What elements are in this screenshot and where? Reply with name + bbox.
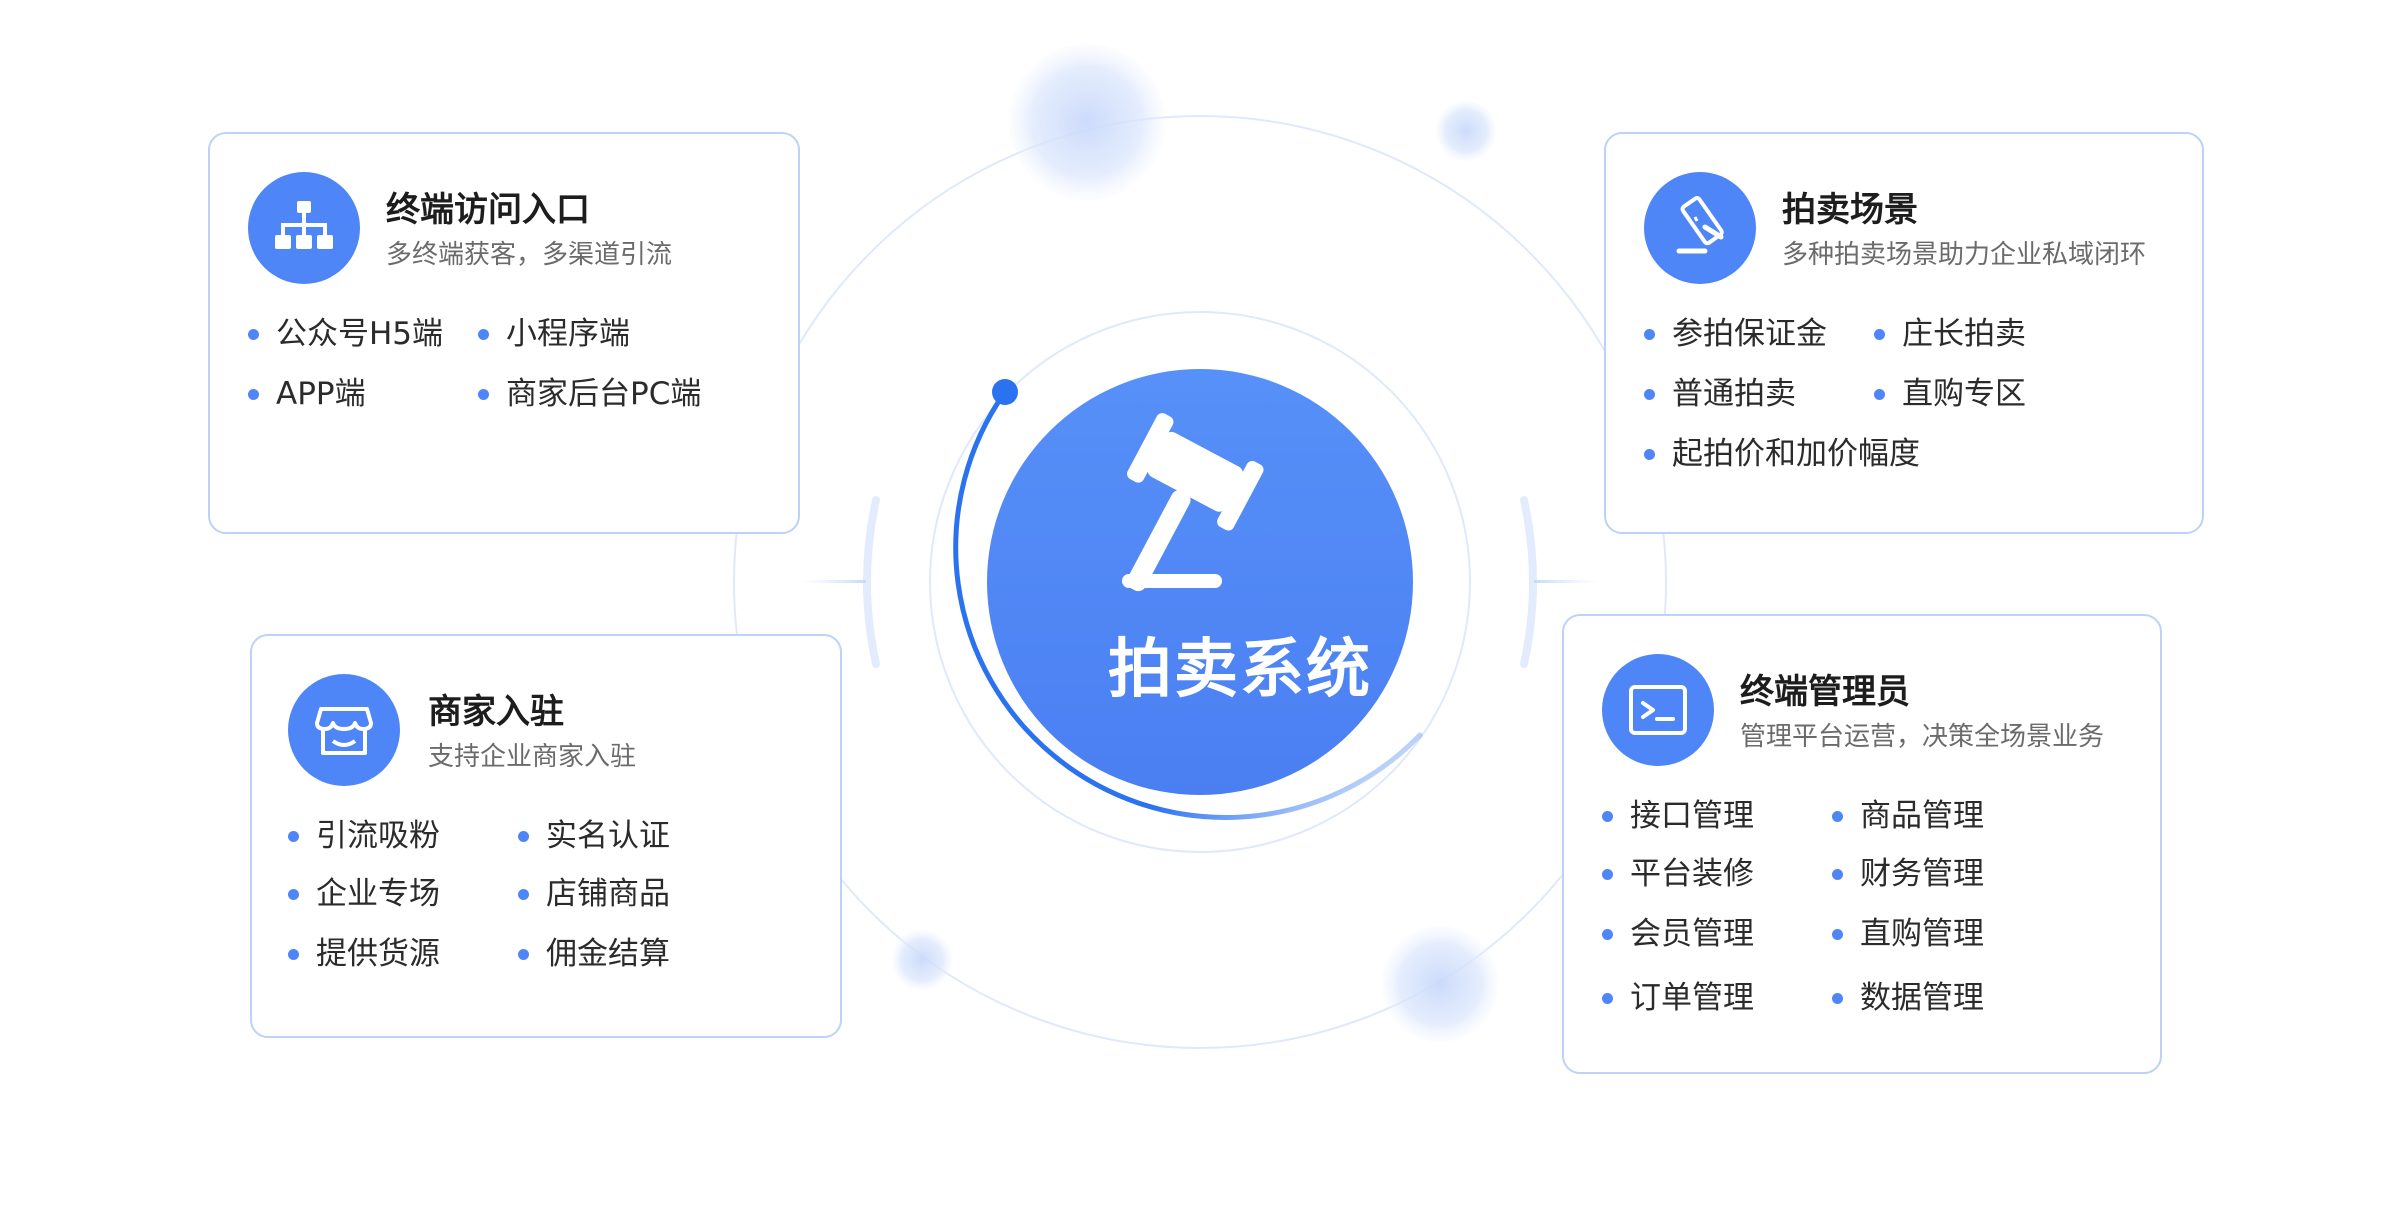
gavel-icon xyxy=(1644,172,1756,284)
inner-ring xyxy=(929,311,1471,853)
right-glow xyxy=(1520,496,1537,668)
sitemap-icon xyxy=(248,172,360,284)
card-title: 终端管理员 xyxy=(1740,672,1910,712)
bubble-bottom-right xyxy=(1382,926,1498,1042)
list-item: 财务管理 xyxy=(1832,856,1984,892)
left-glow xyxy=(863,496,880,668)
card-subtitle: 多种拍卖场景助力企业私域闭环 xyxy=(1782,240,2147,270)
list-item: 直购专区 xyxy=(1874,376,2026,412)
bubble-top xyxy=(1009,44,1165,200)
terminal-icon xyxy=(1602,654,1714,766)
progress-arc xyxy=(953,389,1423,820)
list-item: 参拍保证金 xyxy=(1644,316,1827,352)
list-item: 平台装修 xyxy=(1602,856,1754,892)
card-title: 拍卖场景 xyxy=(1782,190,1918,230)
list-item: 起拍价和加价幅度 xyxy=(1644,436,1920,472)
list-item: 店铺商品 xyxy=(518,876,670,912)
gavel-icon xyxy=(1122,413,1264,592)
card-subtitle: 支持企业商家入驻 xyxy=(428,742,637,772)
card-terminal-access: 终端访问入口 多终端获客，多渠道引流 公众号H5端 小程序端 APP端 商家后台… xyxy=(208,132,800,534)
list-item: 企业专场 xyxy=(288,876,440,912)
list-item: APP端 xyxy=(248,376,366,412)
list-item: 庄长拍卖 xyxy=(1874,316,2026,352)
list-item: 实名认证 xyxy=(518,818,670,854)
card-subtitle: 多终端获客，多渠道引流 xyxy=(386,240,673,270)
list-item: 订单管理 xyxy=(1602,980,1754,1016)
list-item: 接口管理 xyxy=(1602,798,1754,834)
arc-dot xyxy=(992,379,1018,405)
outer-ring xyxy=(733,115,1667,1049)
list-item: 普通拍卖 xyxy=(1644,376,1796,412)
list-item: 会员管理 xyxy=(1602,916,1754,952)
bubble-bottom-left xyxy=(892,930,952,990)
card-terminal-admin: 终端管理员 管理平台运营，决策全场景业务 接口管理 商品管理 平台装修 财务管理… xyxy=(1562,614,2162,1074)
bubble-top-small xyxy=(1436,101,1496,161)
card-auction-scenes: 拍卖场景 多种拍卖场景助力企业私域闭环 参拍保证金 庄长拍卖 普通拍卖 直购专区… xyxy=(1604,132,2204,534)
center-title: 拍卖系统 xyxy=(1108,633,1372,707)
list-item: 佣金结算 xyxy=(518,936,670,972)
list-item: 数据管理 xyxy=(1832,980,1984,1016)
card-subtitle: 管理平台运营，决策全场景业务 xyxy=(1740,722,2105,752)
list-item: 公众号H5端 xyxy=(248,316,443,352)
list-item: 小程序端 xyxy=(478,316,630,352)
left-dash xyxy=(800,580,866,583)
card-title: 终端访问入口 xyxy=(386,190,590,230)
card-title: 商家入驻 xyxy=(428,692,564,732)
list-item: 直购管理 xyxy=(1832,916,1984,952)
right-dash xyxy=(1534,580,1600,583)
list-item: 商家后台PC端 xyxy=(478,376,701,412)
list-item: 提供货源 xyxy=(288,936,440,972)
list-item: 引流吸粉 xyxy=(288,818,440,854)
card-merchant-entry: 商家入驻 支持企业商家入驻 引流吸粉 实名认证 企业专场 店铺商品 提供货源 佣… xyxy=(250,634,842,1038)
list-item: 商品管理 xyxy=(1832,798,1984,834)
storefront-icon xyxy=(288,674,400,786)
